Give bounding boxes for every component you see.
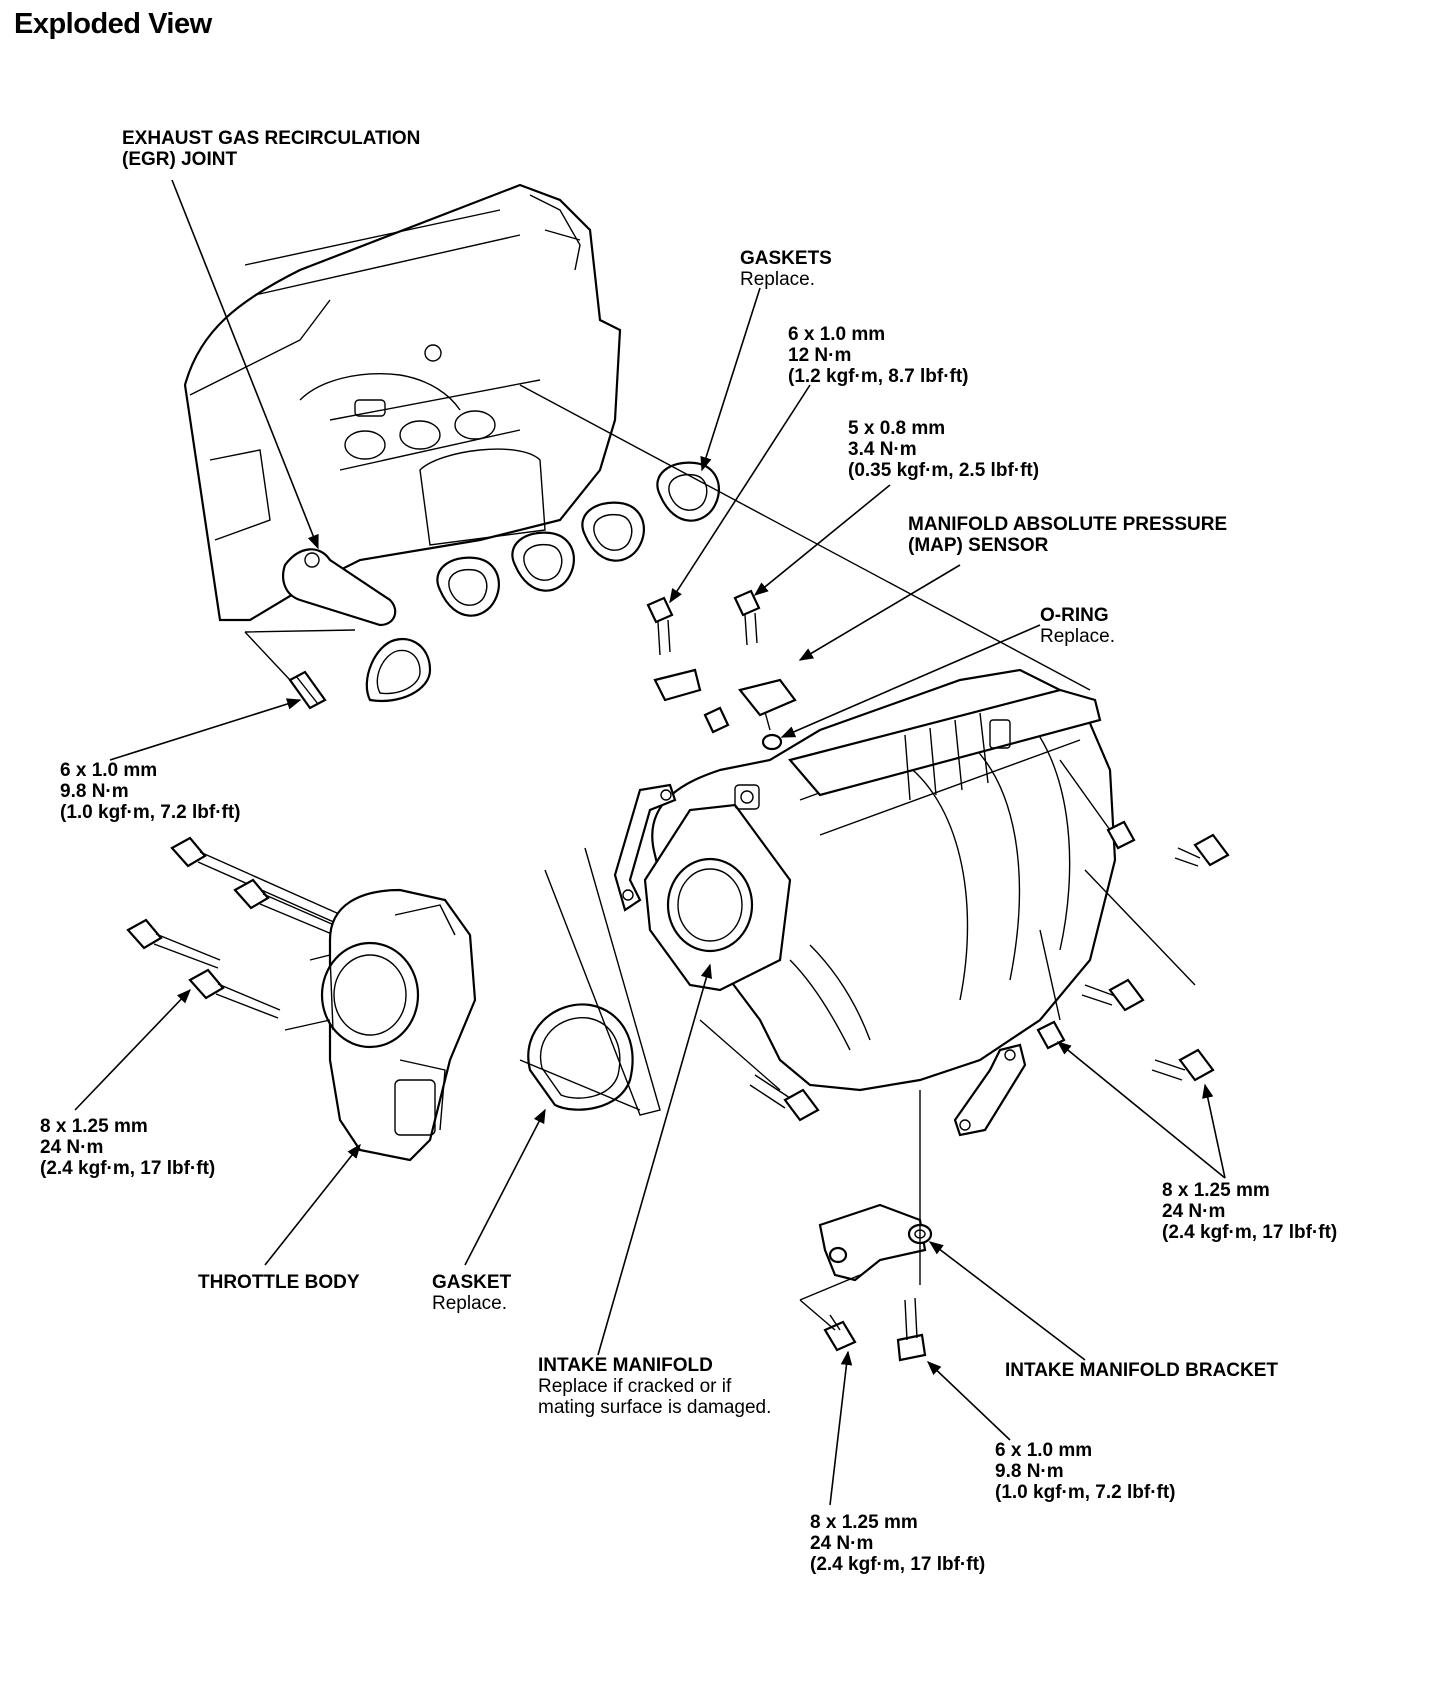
callout-bolt-8x1.25-left: 8 x 1.25 mm 24 N·m (2.4 kgf·m, 17 lbf·ft… bbox=[40, 1116, 216, 1179]
egr-gasket bbox=[365, 637, 432, 703]
intake-manifold-bracket bbox=[818, 1203, 933, 1282]
port-gaskets bbox=[436, 461, 720, 617]
callout-egr-joint: EXHAUST GAS RECIRCULATION (EGR) JOINT bbox=[122, 128, 421, 170]
throttle-body bbox=[284, 888, 477, 1162]
manifold-stay bbox=[613, 783, 677, 912]
callout-bolt-5x0.8: 5 x 0.8 mm 3.4 N·m (0.35 kgf·m, 2.5 lbf·… bbox=[848, 418, 1040, 481]
callout-bolt-6x1-9.8nm-left: 6 x 1.0 mm 9.8 N·m (1.0 kgf·m, 7.2 lbf·f… bbox=[60, 760, 241, 823]
callout-o-ring: O-RING Replace. bbox=[1040, 605, 1115, 647]
callout-bolt-8x1.25-bottom: 8 x 1.25 mm 24 N·m (2.4 kgf·m, 17 lbf·ft… bbox=[810, 1512, 986, 1575]
bolt-6x1-left bbox=[288, 670, 327, 710]
cylinder-head bbox=[183, 183, 622, 622]
callout-gaskets: GASKETS Replace. bbox=[740, 248, 832, 290]
manifold-stay-right bbox=[953, 1043, 1027, 1137]
throttle-body-gasket bbox=[527, 1003, 634, 1111]
page-title: Exploded View bbox=[14, 8, 212, 40]
callout-bolt-6x1-12nm: 6 x 1.0 mm 12 N·m (1.2 kgf·m, 8.7 lbf·ft… bbox=[788, 324, 969, 387]
top-bolts bbox=[646, 589, 761, 734]
callout-intake-manifold: INTAKE MANIFOLD Replace if cracked or if… bbox=[538, 1355, 772, 1418]
right-bolts bbox=[749, 820, 1230, 1122]
callout-bolt-6x1-9.8nm-bottom: 6 x 1.0 mm 9.8 N·m (1.0 kgf·m, 7.2 lbf·f… bbox=[995, 1440, 1176, 1503]
callout-intake-manifold-bracket: INTAKE MANIFOLD BRACKET bbox=[1005, 1360, 1279, 1381]
leader-lines bbox=[74, 179, 1226, 1506]
throttle-body-bolts bbox=[126, 836, 381, 1019]
bracket-bolts bbox=[823, 1297, 927, 1362]
callout-bolt-8x1.25-right: 8 x 1.25 mm 24 N·m (2.4 kgf·m, 17 lbf·ft… bbox=[1162, 1180, 1338, 1243]
egr-joint bbox=[282, 548, 397, 627]
callout-throttle-body: THROTTLE BODY bbox=[198, 1272, 360, 1293]
callout-gasket: GASKET Replace. bbox=[432, 1272, 512, 1314]
map-sensor bbox=[738, 678, 797, 751]
callout-map-sensor: MANIFOLD ABSOLUTE PRESSURE (MAP) SENSOR bbox=[908, 514, 1228, 556]
intake-manifold bbox=[643, 668, 1117, 1092]
